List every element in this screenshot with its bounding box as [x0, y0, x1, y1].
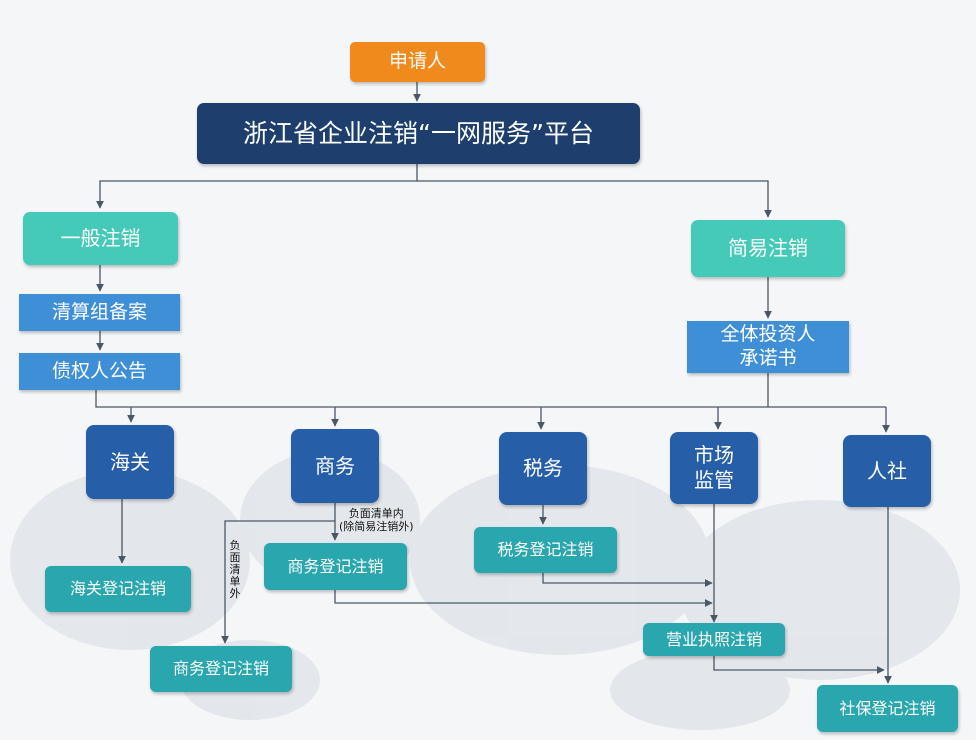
agency-tax-label: 税务: [523, 456, 563, 480]
result-social-label: 社保登记注销: [839, 698, 936, 718]
applicant-label: 申请人: [388, 50, 446, 73]
liquidation-filing-box: 清算组备案: [19, 294, 180, 331]
negative-list-out-note: 负面清单外: [229, 539, 241, 601]
investor-pledge-box: 全体投资人 承诺书: [687, 321, 849, 373]
agency-commerce-box: 商务: [291, 429, 379, 503]
result-commerce-main-label: 商务登记注销: [287, 556, 384, 576]
simple-cancel-label: 简易注销: [728, 236, 808, 260]
result-license-label: 营业执照注销: [665, 629, 762, 649]
agency-social-label: 人社: [867, 458, 907, 483]
result-customs-box: 海关登记注销: [45, 566, 191, 612]
agency-commerce-label: 商务: [315, 453, 355, 478]
result-commerce-alt-label: 商务登记注销: [172, 659, 269, 678]
result-social-box: 社保登记注销: [817, 685, 958, 732]
general-cancel-label: 一般注销: [60, 226, 141, 250]
investor-pledge-label: 全体投资人 承诺书: [720, 323, 816, 369]
agency-customs-label: 海关: [110, 449, 150, 474]
negative-list-in-note: 负面清单内 (除简易注销外): [339, 507, 414, 533]
agency-social-box: 人社: [843, 435, 931, 507]
result-commerce-alt-box: 商务登记注销: [150, 646, 292, 692]
platform-box: 浙江省企业注销“一网服务”平台: [197, 103, 640, 164]
agency-customs-box: 海关: [86, 425, 174, 499]
result-customs-label: 海关登记注销: [69, 579, 166, 598]
agency-market-label: 市场 监管: [694, 443, 734, 492]
creditor-notice-label: 债权人公告: [51, 359, 147, 382]
applicant-box: 申请人: [350, 42, 485, 82]
platform-label: 浙江省企业注销“一网服务”平台: [243, 118, 594, 148]
liquidation-filing-label: 清算组备案: [51, 300, 147, 323]
creditor-notice-box: 债权人公告: [19, 353, 180, 390]
simple-cancel-box: 简易注销: [691, 220, 845, 277]
result-commerce-main-box: 商务登记注销: [264, 543, 407, 590]
general-cancel-box: 一般注销: [23, 212, 178, 265]
agency-market-box: 市场 监管: [670, 432, 758, 504]
agency-tax-box: 税务: [499, 432, 587, 505]
result-license-box: 营业执照注销: [643, 623, 785, 656]
result-tax-box: 税务登记注销: [474, 527, 617, 573]
result-tax-label: 税务登记注销: [497, 540, 594, 559]
